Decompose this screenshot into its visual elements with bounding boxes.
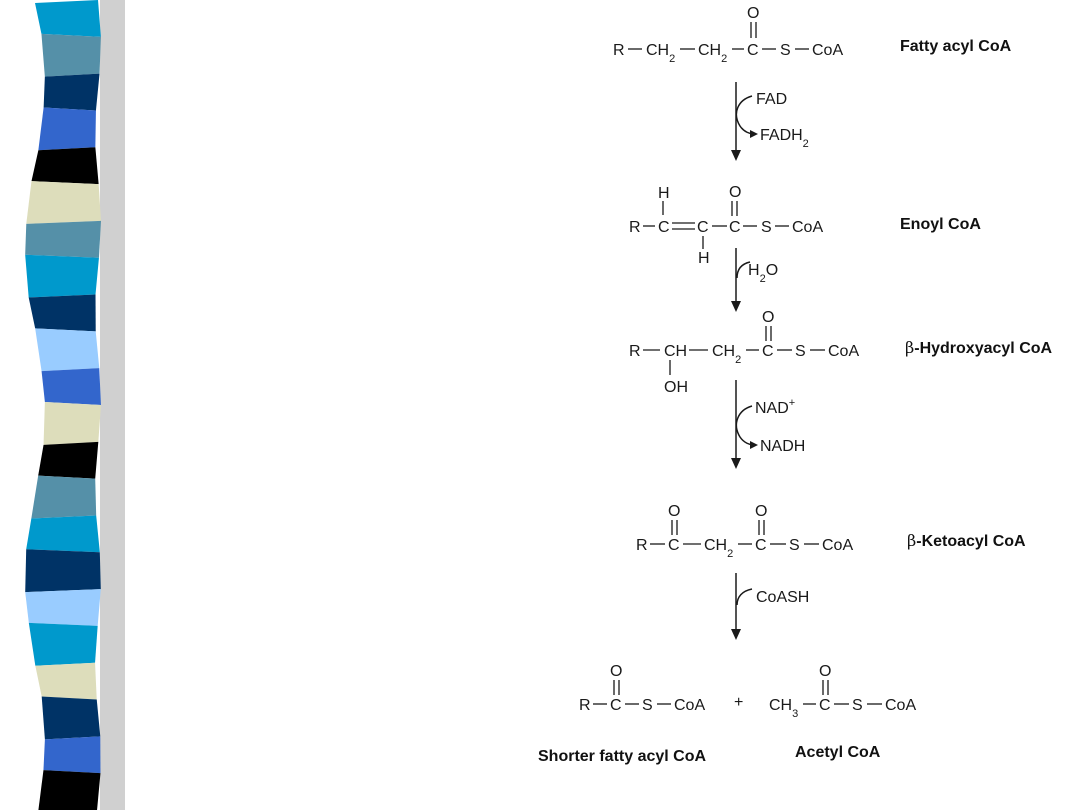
atom-c: C bbox=[755, 537, 767, 554]
atom-c: C bbox=[747, 42, 759, 59]
reagent-fad: FAD bbox=[756, 91, 787, 108]
atom-o: O bbox=[668, 503, 680, 520]
compound-name-acetyl-coa: Acetyl CoA bbox=[795, 744, 881, 761]
reagent-nad: NAD+ bbox=[755, 397, 795, 417]
atom-s: S bbox=[761, 219, 772, 236]
atom-o: O bbox=[610, 663, 622, 680]
compound-name-shorter-fatty-acyl-coa: Shorter fatty acyl CoA bbox=[538, 748, 706, 765]
stripe-segment bbox=[35, 328, 100, 372]
atom-o: O bbox=[762, 309, 774, 326]
stripe-segment bbox=[43, 402, 101, 445]
hydroxyacyl-coa-structure: R CH OH CH2 C O S CoA bbox=[629, 309, 859, 396]
reagent-coash: CoASH bbox=[756, 589, 809, 606]
reaction-arrow-4: CoASH bbox=[731, 573, 809, 640]
atom-c: C bbox=[819, 697, 831, 714]
atom-c: C bbox=[610, 697, 622, 714]
group-coa: CoA bbox=[812, 42, 843, 59]
group-coa: CoA bbox=[822, 537, 853, 554]
reaction-arrow-2: H2O bbox=[731, 248, 778, 312]
product-fadh2: FADH2 bbox=[760, 127, 809, 150]
decorative-stripe-bar bbox=[0, 0, 125, 810]
group-coa: CoA bbox=[674, 697, 705, 714]
atom-s: S bbox=[789, 537, 800, 554]
stripe-segment bbox=[41, 368, 101, 405]
stripe-segment bbox=[35, 662, 97, 700]
fatty-acyl-coa-structure: R CH2 CH2 C O S CoA bbox=[613, 5, 843, 65]
atom-h: H bbox=[698, 250, 710, 267]
group-coa: CoA bbox=[828, 343, 859, 360]
atom-c: C bbox=[697, 219, 709, 236]
compound-name-enoyl-coa: Enoyl CoA bbox=[900, 216, 981, 233]
stripe-segment bbox=[28, 622, 98, 666]
group-ch3: CH3 bbox=[769, 697, 798, 720]
stripe-segment bbox=[25, 254, 99, 298]
stripe-left-margin bbox=[0, 0, 40, 810]
compound-name-ketoacyl-coa: β-Ketoacyl CoA bbox=[907, 531, 1026, 550]
stripe-segment bbox=[31, 147, 99, 185]
atom-s: S bbox=[852, 697, 863, 714]
group-oh: OH bbox=[664, 379, 688, 396]
group-ch: CH bbox=[664, 343, 687, 360]
shorter-fatty-acyl-coa-structure: R C O S CoA bbox=[579, 663, 705, 714]
stripe-segment bbox=[41, 33, 101, 77]
product-nadh: NADH bbox=[760, 438, 805, 455]
atom-h: H bbox=[658, 185, 670, 202]
acetyl-coa-structure: CH3 C O S CoA bbox=[769, 663, 916, 720]
group-ch2: CH2 bbox=[646, 42, 675, 65]
atom-c: C bbox=[668, 537, 680, 554]
atom-s: S bbox=[642, 697, 653, 714]
compound-name-fatty-acyl-coa: Fatty acyl CoA bbox=[900, 38, 1012, 55]
atom-s: S bbox=[780, 42, 791, 59]
stripe-segment bbox=[25, 220, 101, 258]
atom-s: S bbox=[795, 343, 806, 360]
stripe-segment bbox=[38, 770, 101, 810]
reaction-arrow-3: NAD+ NADH bbox=[731, 380, 805, 469]
enoyl-coa-structure: R C H C H C O S CoA bbox=[629, 184, 823, 267]
stripe-segment bbox=[31, 475, 97, 519]
stripe-segment bbox=[38, 107, 96, 151]
group-ch2: CH2 bbox=[698, 42, 727, 65]
atom-r: R bbox=[636, 537, 648, 554]
atom-c: C bbox=[729, 219, 741, 236]
group-coa: CoA bbox=[792, 219, 823, 236]
group-ch2: CH2 bbox=[712, 343, 741, 366]
stripe-segment bbox=[38, 441, 99, 479]
stripe-segment bbox=[41, 696, 101, 740]
atom-r: R bbox=[629, 343, 641, 360]
atom-o: O bbox=[729, 184, 741, 201]
stripe-segment bbox=[26, 181, 101, 224]
ketoacyl-coa-structure: R C O CH2 C O S CoA bbox=[636, 503, 853, 560]
compound-name-hydroxyacyl-coa: β-Hydroxyacyl CoA bbox=[905, 338, 1053, 357]
atom-r: R bbox=[629, 219, 641, 236]
stripe-shadow bbox=[100, 0, 125, 810]
stripe-segment bbox=[43, 73, 100, 111]
atom-r: R bbox=[613, 42, 625, 59]
group-ch2: CH2 bbox=[704, 537, 733, 560]
atom-c: C bbox=[762, 343, 774, 360]
stripe-segment bbox=[26, 515, 100, 553]
atom-c: C bbox=[658, 219, 670, 236]
atom-r: R bbox=[579, 697, 591, 714]
group-coa: CoA bbox=[885, 697, 916, 714]
reaction-arrow-1: FAD FADH2 bbox=[731, 82, 809, 161]
atom-o: O bbox=[755, 503, 767, 520]
stripe-segment bbox=[25, 549, 101, 593]
atom-o: O bbox=[747, 5, 759, 22]
stripe-segment bbox=[35, 0, 101, 37]
atom-o: O bbox=[819, 663, 831, 680]
reagent-h2o: H2O bbox=[748, 262, 778, 285]
plus-sign: + bbox=[734, 694, 743, 711]
stripe-segment bbox=[43, 736, 101, 774]
stripe-segment bbox=[25, 589, 101, 626]
stripe-segment bbox=[28, 294, 96, 332]
